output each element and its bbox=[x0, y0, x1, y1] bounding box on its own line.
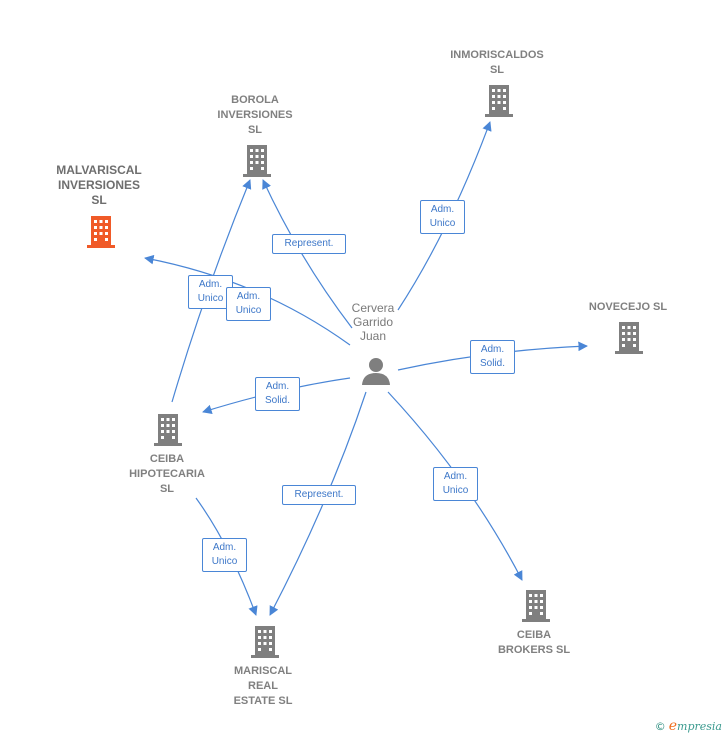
building-icon[interactable] bbox=[152, 412, 184, 448]
edge-label-adm-solid: Adm. Solid. bbox=[470, 340, 515, 374]
edge-person-borola bbox=[262, 179, 353, 329]
company-label-borola[interactable]: BOROLA INVERSIONES SL bbox=[217, 94, 293, 136]
person-icon[interactable] bbox=[360, 355, 392, 387]
company-label-inmoriscaldos[interactable]: INMORISCALDOS SL bbox=[450, 49, 544, 76]
edge-label-represent: Represent. bbox=[272, 234, 346, 254]
building-icon[interactable] bbox=[241, 143, 273, 179]
copyright-symbol: © bbox=[654, 720, 666, 733]
building-icon[interactable] bbox=[613, 320, 645, 356]
person-label[interactable]: Cervera Garrido Juan bbox=[351, 301, 395, 343]
edge-label-adm-solid: Adm. Solid. bbox=[255, 377, 300, 411]
brand-initial: e bbox=[668, 718, 678, 734]
edge-label-adm-unico: Adm. Unico bbox=[226, 287, 271, 321]
edge-label-represent: Represent. bbox=[282, 485, 356, 505]
company-label-ceiba-hipotecaria[interactable]: CEIBA HIPOTECARIA SL bbox=[129, 453, 205, 495]
edge-label-adm-unico: Adm. Unico bbox=[420, 200, 465, 234]
empresia-logo: ©empresia bbox=[655, 718, 722, 734]
edge-label-adm-unico: Adm. Unico bbox=[188, 275, 233, 309]
building-icon[interactable] bbox=[520, 588, 552, 624]
building-icon[interactable] bbox=[85, 214, 117, 250]
company-label-malvariscal[interactable]: MALVARISCAL INVERSIONES SL bbox=[56, 163, 142, 207]
company-label-mariscal-real-estate[interactable]: MARISCAL REAL ESTATE SL bbox=[233, 665, 293, 707]
company-label-ceiba-brokers[interactable]: CEIBA BROKERS SL bbox=[497, 629, 571, 656]
building-icon[interactable] bbox=[249, 624, 281, 660]
edge-label-adm-unico: Adm. Unico bbox=[433, 467, 478, 501]
company-label-novecejo[interactable]: NOVECEJO SL bbox=[588, 301, 668, 313]
brand-name: mpresia bbox=[677, 720, 722, 733]
building-icon[interactable] bbox=[483, 83, 515, 119]
edge-label-adm-unico: Adm. Unico bbox=[202, 538, 247, 572]
